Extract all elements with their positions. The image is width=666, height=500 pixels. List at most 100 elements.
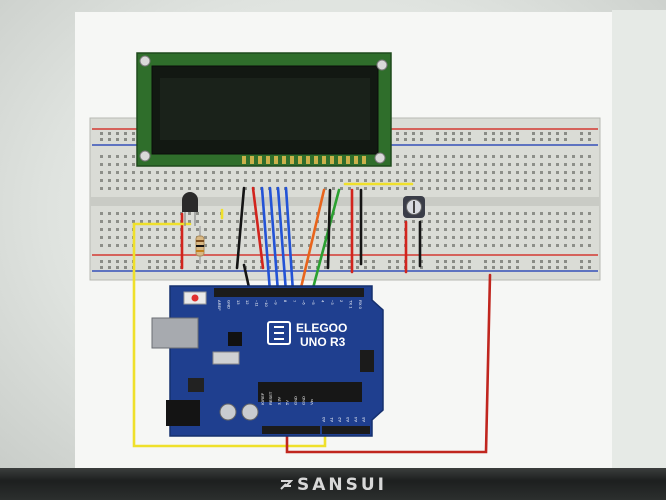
breadboard-hole — [548, 171, 551, 174]
breadboard-hole — [156, 179, 159, 182]
breadboard-hole — [396, 212, 399, 215]
breadboard-hole — [404, 138, 407, 141]
breadboard-hole — [124, 244, 127, 247]
breadboard-hole — [308, 228, 311, 231]
lcd-mount-screw-icon — [376, 59, 388, 71]
breadboard-hole — [396, 155, 399, 158]
breadboard-hole — [460, 171, 463, 174]
breadboard-hole — [308, 179, 311, 182]
breadboard-hole — [348, 260, 351, 263]
breadboard-hole — [348, 220, 351, 223]
breadboard-hole — [412, 163, 415, 166]
lcd-pin — [282, 156, 286, 164]
breadboard-hole — [140, 244, 143, 247]
breadboard-hole — [100, 138, 103, 141]
breadboard-hole — [100, 187, 103, 190]
lcd-mount-screw-icon — [139, 55, 151, 67]
breadboard-hole — [300, 228, 303, 231]
breadboard-hole — [492, 260, 495, 263]
breadboard-hole — [420, 155, 423, 158]
breadboard-hole — [460, 228, 463, 231]
breadboard-hole — [340, 179, 343, 182]
breadboard-hole — [236, 228, 239, 231]
breadboard-hole — [436, 138, 439, 141]
breadboard-hole — [492, 236, 495, 239]
reset-button — [191, 294, 199, 302]
breadboard-hole — [396, 163, 399, 166]
breadboard-hole — [412, 244, 415, 247]
breadboard-hole — [292, 266, 295, 269]
breadboard-hole — [292, 260, 295, 263]
breadboard-hole — [508, 187, 511, 190]
breadboard-hole — [492, 171, 495, 174]
header-pin-label: 12 — [245, 300, 250, 305]
breadboard-hole — [588, 171, 591, 174]
breadboard-hole — [444, 179, 447, 182]
breadboard-hole — [380, 212, 383, 215]
breadboard-hole — [196, 187, 199, 190]
breadboard-hole — [332, 236, 335, 239]
breadboard-hole — [460, 266, 463, 269]
breadboard-hole — [444, 220, 447, 223]
breadboard-hole — [284, 228, 287, 231]
header-pin-label: A4 — [353, 416, 358, 422]
breadboard-hole — [100, 266, 103, 269]
breadboard-hole — [476, 155, 479, 158]
breadboard-hole — [540, 260, 543, 263]
breadboard-hole — [276, 260, 279, 263]
breadboard-hole — [332, 244, 335, 247]
breadboard-hole — [492, 244, 495, 247]
breadboard-hole — [100, 236, 103, 239]
breadboard-hole — [148, 171, 151, 174]
breadboard-hole — [276, 171, 279, 174]
breadboard-hole — [228, 260, 231, 263]
breadboard-hole — [300, 236, 303, 239]
breadboard-hole — [156, 260, 159, 263]
breadboard-hole — [244, 236, 247, 239]
breadboard-hole — [340, 220, 343, 223]
breadboard-hole — [436, 171, 439, 174]
breadboard-hole — [132, 212, 135, 215]
lcd-module — [136, 52, 392, 167]
digital-header — [214, 288, 364, 297]
breadboard-hole — [372, 179, 375, 182]
breadboard-hole — [364, 266, 367, 269]
breadboard-hole — [196, 260, 199, 263]
breadboard-hole — [540, 212, 543, 215]
resistor-icon — [195, 226, 205, 264]
breadboard-hole — [564, 266, 567, 269]
breadboard-hole — [340, 187, 343, 190]
breadboard-hole — [100, 228, 103, 231]
breadboard-hole — [148, 228, 151, 231]
breadboard-hole — [524, 236, 527, 239]
breadboard-hole — [564, 228, 567, 231]
breadboard-hole — [444, 212, 447, 215]
header-pin-label: 7 — [292, 300, 297, 303]
breadboard-hole — [452, 171, 455, 174]
breadboard-hole — [140, 187, 143, 190]
breadboard-hole — [116, 260, 119, 263]
breadboard-hole — [436, 244, 439, 247]
breadboard-hole — [540, 155, 543, 158]
breadboard-hole — [484, 179, 487, 182]
breadboard-hole — [164, 212, 167, 215]
breadboard-hole — [340, 244, 343, 247]
breadboard-hole — [188, 179, 191, 182]
breadboard-hole — [388, 179, 391, 182]
breadboard-hole — [500, 179, 503, 182]
header-pin-label: GND — [226, 300, 231, 309]
usb-chip — [228, 332, 242, 346]
breadboard-hole — [420, 132, 423, 135]
lcd-pin — [322, 156, 326, 164]
breadboard-hole — [100, 212, 103, 215]
breadboard-hole — [580, 266, 583, 269]
breadboard-hole — [324, 260, 327, 263]
breadboard-hole — [548, 138, 551, 141]
lcd-screen — [160, 78, 370, 140]
breadboard-hole — [324, 171, 327, 174]
breadboard-hole — [540, 228, 543, 231]
breadboard-hole — [532, 138, 535, 141]
